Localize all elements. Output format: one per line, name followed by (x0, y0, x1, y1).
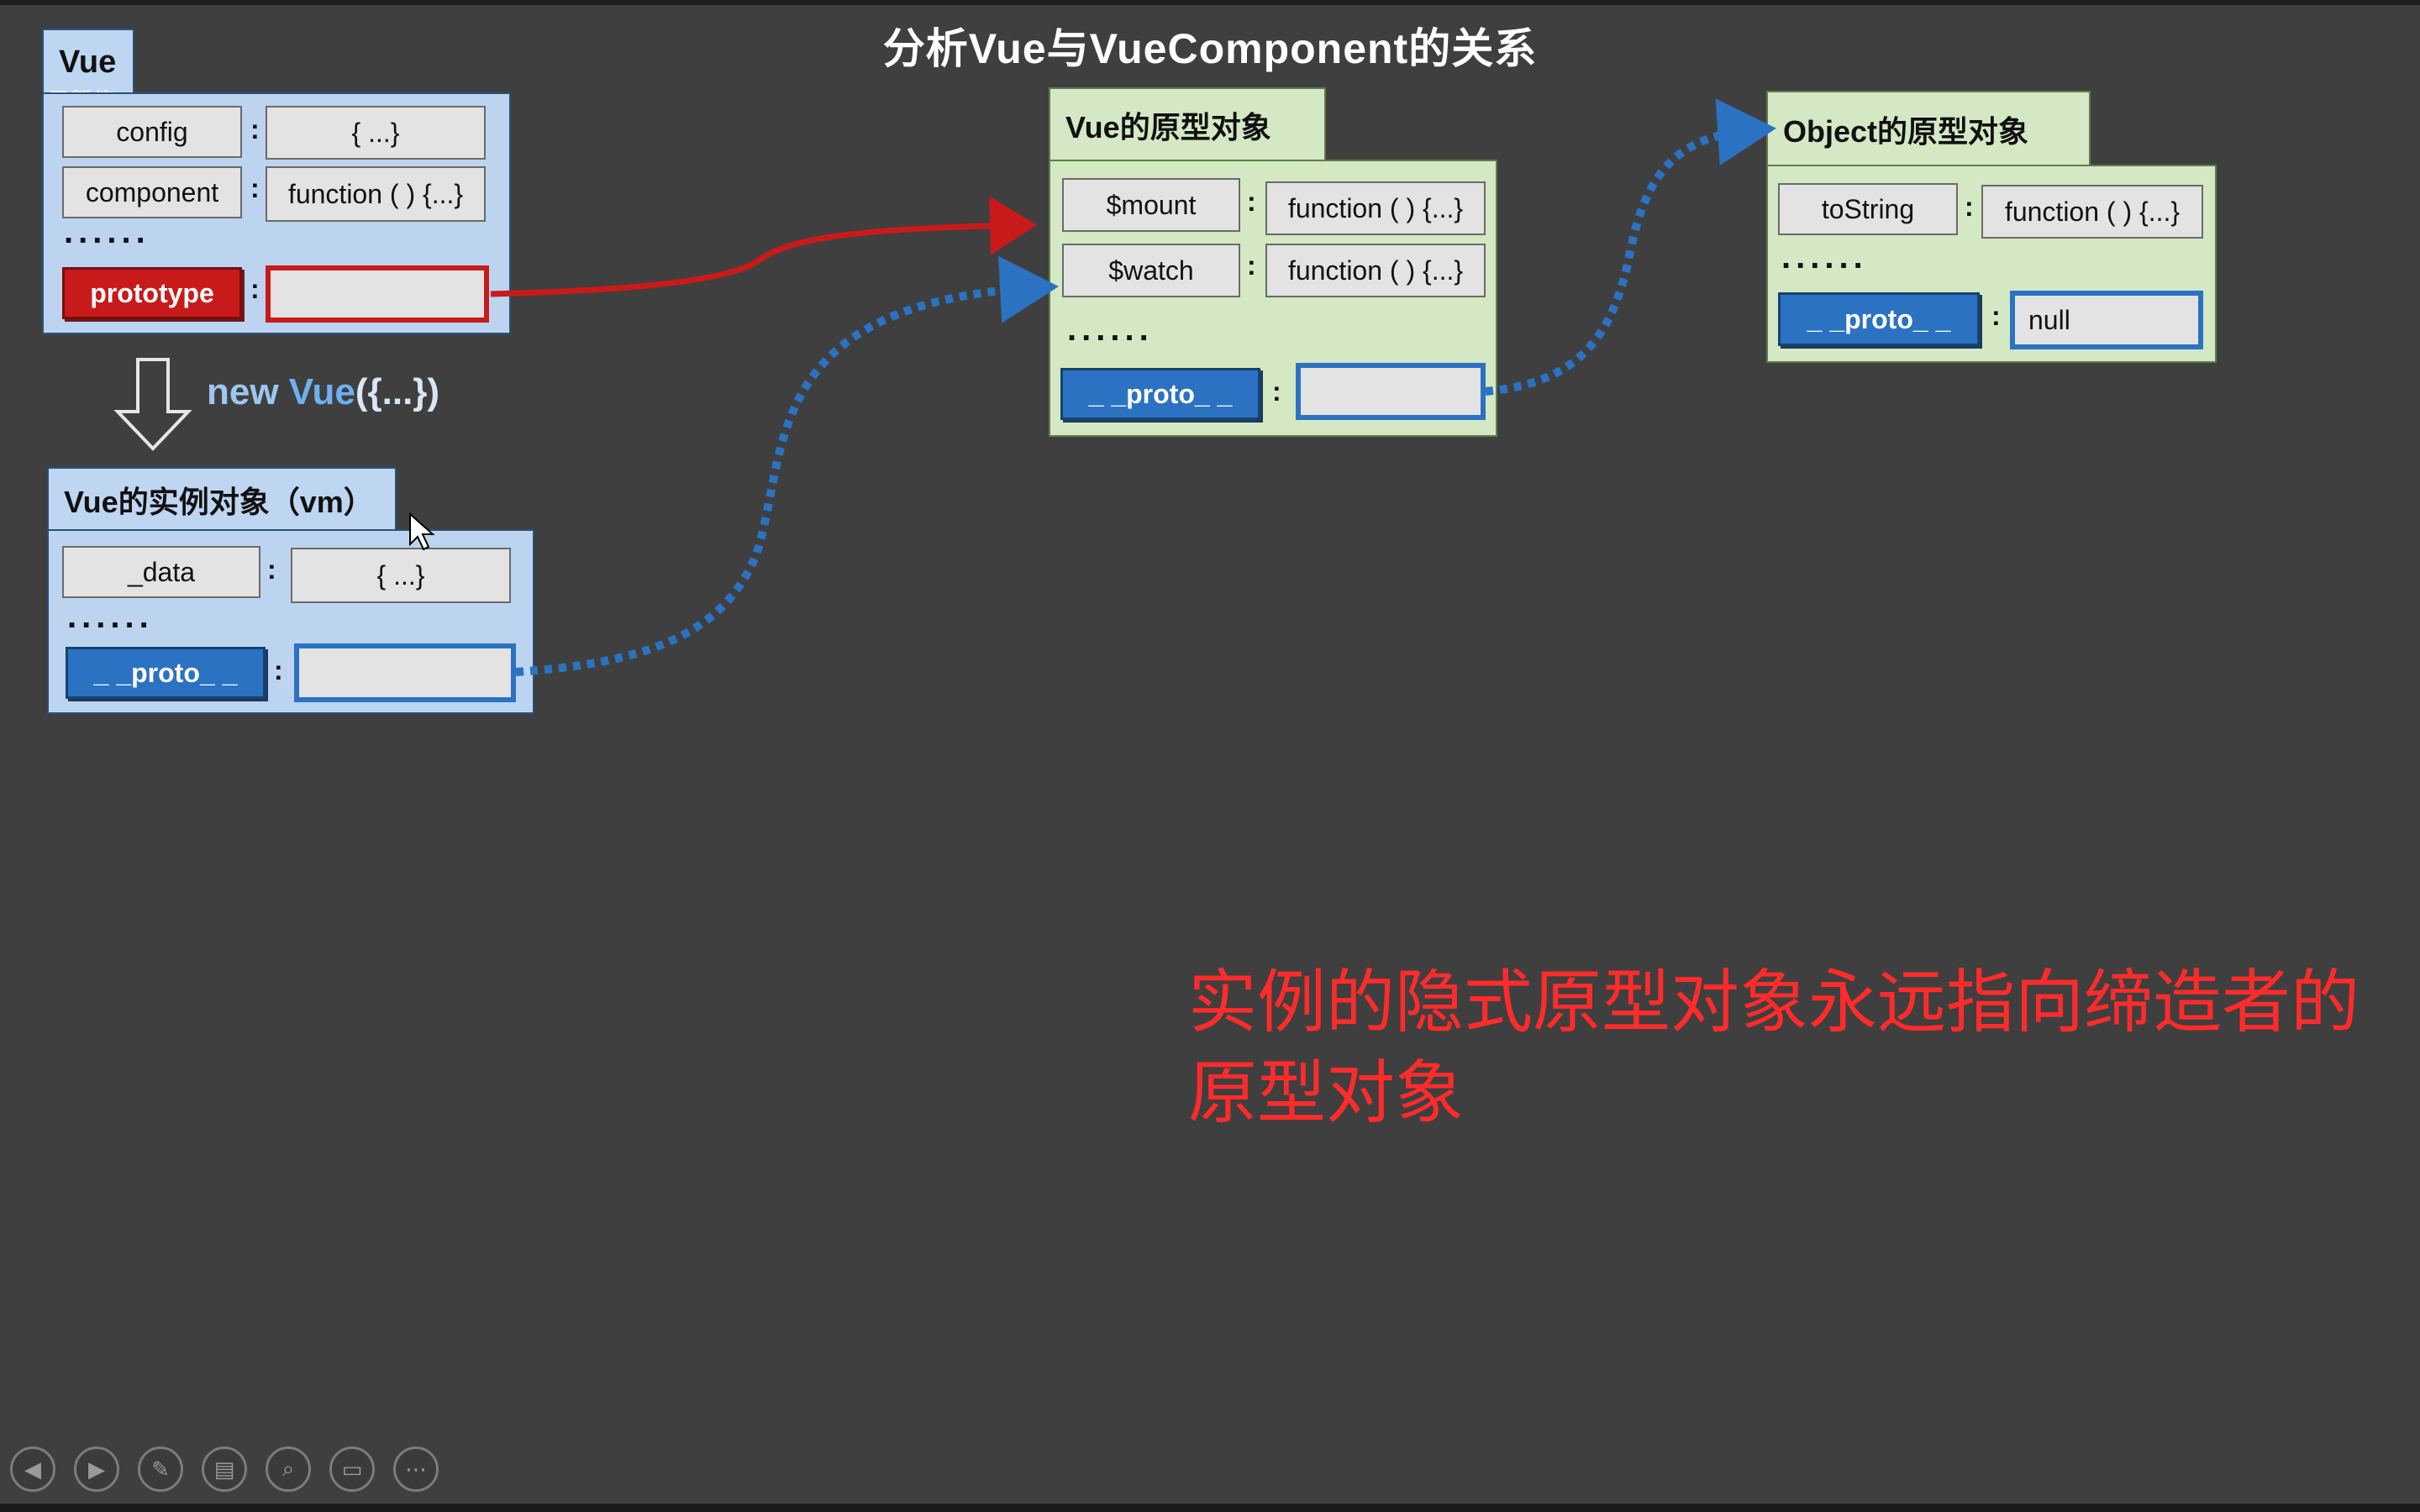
vue-proto-proto-key: _ _proto_ _ (1060, 368, 1260, 420)
config-colon: : (250, 114, 260, 144)
mount-value: function ( ) {...} (1265, 181, 1486, 235)
vm-proto-colon: : (274, 655, 283, 685)
vm-tab-label: Vue的实例对象（vm） (64, 485, 374, 519)
config-key: config (62, 106, 242, 158)
vue-proto-ellipsis: ...... (1067, 311, 1154, 348)
tostring-colon: : (1965, 192, 1974, 222)
more-button[interactable]: ⋯ (393, 1446, 439, 1492)
vm-proto-arrow (515, 255, 1059, 676)
watch-colon: : (1247, 250, 1256, 281)
vue-proto-tab: Vue的原型对象 (1049, 87, 1326, 161)
new-vue-args: ({...}) (355, 371, 440, 412)
tostring-key: toString (1778, 183, 1958, 235)
screen-icon: ▭ (341, 1456, 363, 1482)
zoom-icon: ⌕ (281, 1456, 295, 1481)
more-icon: ⋯ (405, 1456, 427, 1482)
vm-tab: Vue的实例对象（vm） (47, 467, 397, 531)
vue-proto-tab-label: Vue的原型对象 (1065, 110, 1271, 144)
component-key: component (62, 166, 242, 218)
data-key: _data (62, 546, 260, 598)
zoom-button[interactable]: ⌕ (266, 1446, 311, 1492)
mount-key: $mount (1062, 178, 1240, 232)
next-button[interactable]: ▶ (74, 1446, 119, 1492)
vue-proto-proto-arrow (1485, 98, 1776, 396)
prev-button[interactable]: ◀ (10, 1446, 55, 1492)
vm-proto-key: _ _proto_ _ (66, 647, 266, 699)
bottom-bar (0, 1504, 2420, 1512)
prototype-key: prototype (62, 267, 242, 319)
object-proto-tab: Object的原型对象 (1766, 91, 2091, 166)
pen-icon: ✎ (151, 1456, 170, 1482)
component-value: function ( ) {...} (266, 166, 486, 222)
object-proto-tab-label: Object的原型对象 (1783, 114, 2029, 149)
prev-icon: ◀ (24, 1456, 41, 1482)
vue-tab-label: Vue (59, 44, 117, 80)
prototype-arrow (490, 196, 1037, 297)
slides-button[interactable]: ▤ (202, 1446, 247, 1492)
new-vue-name: Vue (288, 371, 355, 412)
vm-ellipsis: ...... (67, 598, 154, 635)
watch-key: $watch (1062, 244, 1240, 297)
next-icon: ▶ (88, 1456, 105, 1482)
tostring-value: function ( ) {...} (1981, 185, 2203, 239)
slides-icon: ▤ (213, 1456, 235, 1482)
slide-note: 实例的隐式原型对象永远指向缔造者的原型对象 (1188, 964, 2360, 1131)
pen-button[interactable]: ✎ (138, 1446, 183, 1492)
vue-ellipsis: ...... (64, 213, 150, 250)
watch-value: function ( ) {...} (1265, 244, 1486, 297)
vue-proto-proto-colon: : (1272, 376, 1281, 407)
object-proto-proto-key: _ _proto_ _ (1778, 292, 1980, 346)
config-value: { ...} (266, 106, 486, 160)
prototype-colon: : (250, 274, 260, 304)
slide-title: 分析Vue与VueComponent的关系 (882, 25, 1538, 72)
vue-tab: Vue (42, 29, 134, 94)
component-colon: : (250, 173, 260, 203)
object-proto-proto-colon: : (1991, 301, 2001, 331)
vue-proto-proto-value (1296, 363, 1486, 420)
top-bar (0, 0, 2420, 5)
data-value: { ...} (291, 548, 511, 603)
new-vue-expression: new Vue({...}) (207, 371, 439, 413)
new-keyword: new (207, 371, 289, 412)
object-proto-proto-value: null (2010, 291, 2203, 349)
prototype-value (266, 265, 489, 323)
vm-proto-value (294, 643, 516, 702)
data-colon: : (267, 554, 276, 585)
mount-colon: : (1247, 186, 1256, 217)
screen-button[interactable]: ▭ (329, 1446, 375, 1492)
object-proto-ellipsis: ...... (1781, 239, 1868, 276)
